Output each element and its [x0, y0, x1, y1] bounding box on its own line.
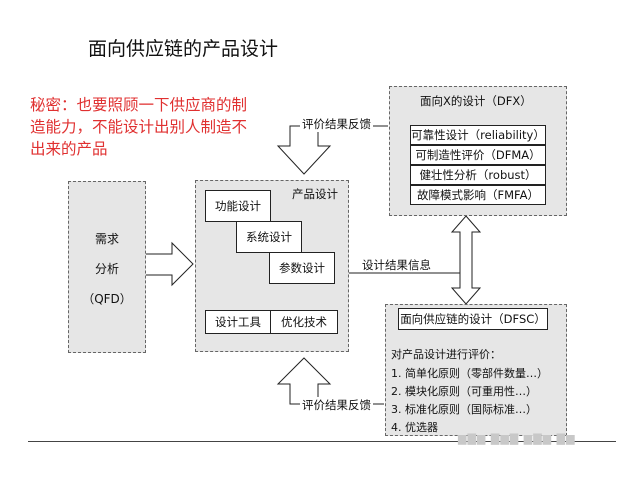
design-info-label: 设计结果信息	[362, 258, 431, 272]
feedback-top-label: 评价结果反馈	[300, 116, 373, 132]
watermark-logo: ▆▇▆ ▇▆▇ ▆▇▆ ▇▆	[458, 432, 576, 445]
product-design-label: 产品设计	[292, 187, 338, 201]
dfx-item-fmfa: 故障模式影响（FMFA）	[410, 185, 546, 205]
parameter-design-box: 参数设计	[269, 252, 335, 284]
function-design-box: 功能设计	[205, 190, 271, 222]
dfsc-title-box: 面向供应链的设计（DFSC）	[398, 308, 548, 330]
system-design-box: 系统设计	[236, 221, 302, 253]
dfsc-item-2: 2. 模块化原则（可重用性…）	[391, 385, 537, 398]
dfsc-item-1: 1. 简单化原则（零部件数量…）	[391, 367, 548, 380]
dfsc-intro: 对产品设计进行评价：	[391, 348, 501, 361]
qfd-line3: （QFD）	[82, 292, 132, 306]
qfd-line1: 需求	[94, 232, 119, 246]
page-title: 面向供应链的产品设计	[88, 38, 279, 60]
design-tools-box: 设计工具	[205, 310, 271, 334]
dfx-dfsc-double-arrow	[450, 215, 482, 305]
dfx-item-reliability: 可靠性设计（reliability）	[410, 125, 546, 145]
secret-note: 秘密：也要照顾一下供应商的制造能力，不能设计出别人制造不出来的产品	[30, 96, 248, 158]
feedback-top-arrow	[276, 125, 332, 175]
qfd-box	[68, 181, 146, 353]
optimization-box: 优化技术	[270, 310, 338, 334]
qfd-line2: 分析	[94, 262, 119, 276]
dfx-item-dfma: 可制造性评价（DFMA）	[410, 145, 546, 165]
dfx-title: 面向X的设计（DFX）	[420, 94, 532, 108]
dfsc-item-4: 4. 优选器	[391, 421, 438, 434]
dfsc-item-3: 3. 标准化原则（国际标准…）	[391, 403, 537, 416]
qfd-to-design-arrow	[143, 241, 194, 287]
feedback-bottom-label: 评价结果反馈	[300, 397, 373, 413]
bottom-divider	[28, 441, 616, 442]
dfx-item-robust: 健壮性分析（robust）	[410, 165, 546, 185]
